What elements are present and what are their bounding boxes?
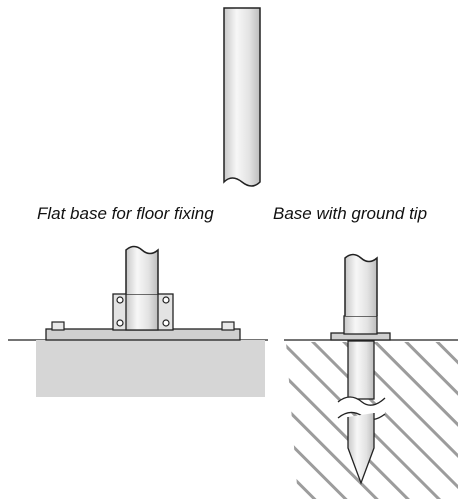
caption-ground-tip: Base with ground tip — [273, 204, 428, 223]
break-line-top — [337, 396, 386, 406]
bolt-left — [51, 321, 65, 331]
collar — [343, 315, 378, 335]
floor-block — [36, 340, 265, 397]
post-inner — [125, 293, 159, 331]
bolt-right — [221, 321, 235, 331]
top-post — [223, 7, 261, 187]
post-right — [344, 253, 378, 316]
bracket-screw — [162, 296, 170, 304]
bracket-screw — [116, 319, 124, 327]
flat-base-illustration — [8, 245, 268, 397]
caption-flat-base: Flat base for floor fixing — [37, 204, 214, 223]
ground-tip-illustration — [284, 253, 458, 499]
bracket-screw — [116, 296, 124, 304]
post-left — [125, 245, 159, 294]
bracket-screw — [162, 319, 170, 327]
ground-spike — [347, 413, 375, 485]
